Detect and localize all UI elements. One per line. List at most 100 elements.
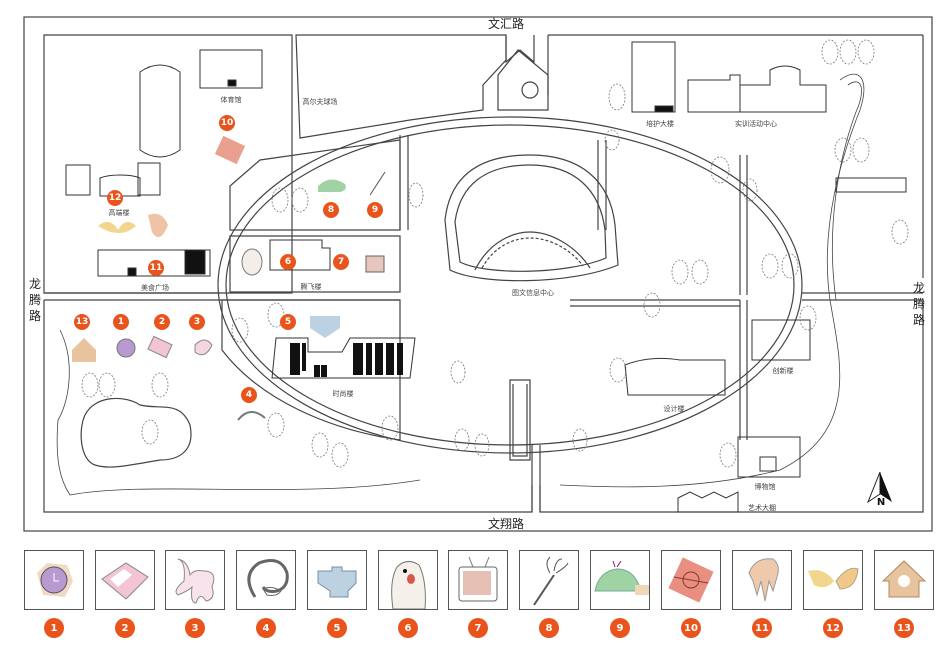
sculpture-13-icon [72, 338, 96, 362]
road-label-east: 龙腾路 [912, 281, 925, 327]
building-label-food-plaza: 美食广场 [141, 284, 169, 292]
legend-item-5[interactable]: 5 [307, 550, 367, 638]
practice-center-building [739, 65, 827, 113]
legend-item-3[interactable]: 3 [165, 550, 225, 638]
sculpture-5-icon [310, 316, 340, 338]
sculpture-7-icon [365, 255, 385, 273]
legend-number-10: 10 [681, 618, 701, 638]
food-plaza-building [97, 249, 211, 277]
compass-label: N [876, 497, 886, 508]
map-marker-6[interactable]: 6 [280, 254, 296, 270]
octopus-sculpture-icon [175, 558, 215, 604]
block-se [539, 300, 924, 513]
building-label-art-shed: 艺术大棚 [748, 504, 776, 512]
sculpture-2-icon [147, 335, 173, 359]
legend-number-3: 3 [185, 618, 205, 638]
legend-item-1[interactable]: 1 [24, 550, 84, 638]
block-sw [43, 300, 533, 513]
frame-sculpture-icon [101, 562, 149, 600]
jellyfish-sculpture-icon [748, 558, 779, 602]
map-marker-8[interactable]: 8 [323, 202, 339, 218]
building-label-library: 图文信息中心 [512, 289, 554, 297]
legend-item-8[interactable]: 8 [519, 550, 579, 638]
bear-sculpture-icon [391, 561, 426, 609]
tv-sculpture-icon [458, 556, 498, 602]
legend-item-6[interactable]: 6 [378, 550, 438, 638]
legend-number-1: 1 [44, 618, 64, 638]
legend-item-13[interactable]: 13 [874, 550, 934, 638]
building-label-gym: 体育馆 [220, 96, 242, 104]
legend-number-8: 8 [539, 618, 559, 638]
library-ring-outer [444, 154, 619, 282]
campus-map: 文汇路 文翔路 龙腾路 龙腾路 体育馆 高尔夫球场 培护大楼 实训活动中心 高端… [23, 16, 933, 532]
legend-item-4[interactable]: 4 [236, 550, 296, 638]
map-marker-13[interactable]: 13 [74, 314, 90, 330]
design-building [624, 357, 726, 396]
outer-boundary [23, 16, 933, 532]
map-marker-2[interactable]: 2 [154, 314, 170, 330]
zone-shishang [221, 299, 401, 441]
pond [80, 397, 192, 468]
road-label-west: 龙腾路 [28, 277, 41, 323]
map-marker-1[interactable]: 1 [113, 314, 129, 330]
curled-hand-sculpture-icon [247, 559, 289, 598]
map-drawing [23, 16, 933, 532]
legend-number-4: 4 [256, 618, 276, 638]
building-label-tengfei: 腾飞楼 [300, 283, 322, 291]
heart-sculpture-icon [317, 566, 357, 598]
gaoduan-building [99, 174, 141, 197]
chapel [497, 49, 549, 111]
whale-sculpture-icon [594, 560, 649, 595]
legend-item-10[interactable]: 10 [661, 550, 721, 638]
legend-item-11[interactable]: 11 [732, 550, 792, 638]
block-nw [43, 34, 293, 294]
gym-building [199, 49, 263, 89]
legend-number-6: 6 [398, 618, 418, 638]
compass-icon [866, 471, 892, 504]
legend-item-12[interactable]: 12 [803, 550, 863, 638]
legend-item-7[interactable]: 7 [448, 550, 508, 638]
zone-whale [229, 139, 401, 231]
trees [81, 39, 909, 468]
sculpture-10-icon [214, 135, 246, 165]
building-label-practice-center: 实训活动中心 [735, 120, 777, 128]
legend-item-2[interactable]: 2 [95, 550, 155, 638]
sculpture-9-icon [318, 179, 346, 192]
map-marker-7[interactable]: 7 [333, 254, 349, 270]
legend-item-9[interactable]: 9 [590, 550, 650, 638]
map-marker-11[interactable]: 11 [148, 260, 164, 276]
hand-stick-sculpture-icon [533, 556, 569, 606]
building-label-design: 设计楼 [663, 405, 685, 413]
building-label-golf: 高尔夫球场 [302, 98, 338, 106]
sculpture-8-icon [369, 171, 386, 196]
sculpture-1-icon [116, 338, 136, 358]
map-marker-5[interactable]: 5 [280, 314, 296, 330]
training-tower-building [631, 41, 676, 113]
legend-number-5: 5 [327, 618, 347, 638]
zone-tengfei [229, 235, 401, 293]
art-shed-building [677, 491, 739, 513]
sculpture-6-icon [241, 248, 263, 276]
building-label-gaoduan: 高端楼 [108, 209, 130, 217]
legend-number-13: 13 [894, 618, 914, 638]
shishang-building [271, 337, 416, 379]
map-marker-4[interactable]: 4 [241, 387, 257, 403]
sculpture-3-icon [194, 339, 213, 356]
legend-number-12: 12 [823, 618, 843, 638]
legend-number-9: 9 [610, 618, 630, 638]
sports-field [139, 64, 181, 158]
sculpture-legend: 1 2 3 4 5 6 7 8 9 10 11 12 [0, 550, 945, 660]
map-marker-10[interactable]: 10 [219, 115, 235, 131]
legend-number-2: 2 [115, 618, 135, 638]
square-tile-sculpture-icon [668, 557, 714, 603]
map-sculptures [72, 135, 386, 421]
legend-number-7: 7 [468, 618, 488, 638]
chuangxin-building [751, 319, 811, 361]
map-marker-12[interactable]: 12 [107, 190, 123, 206]
building-label-museum: 博物馆 [754, 483, 776, 491]
block-golf [295, 34, 507, 139]
map-marker-9[interactable]: 9 [367, 202, 383, 218]
legend-number-11: 11 [752, 618, 772, 638]
birdhouse-sculpture-icon [881, 560, 927, 598]
map-marker-3[interactable]: 3 [189, 314, 205, 330]
